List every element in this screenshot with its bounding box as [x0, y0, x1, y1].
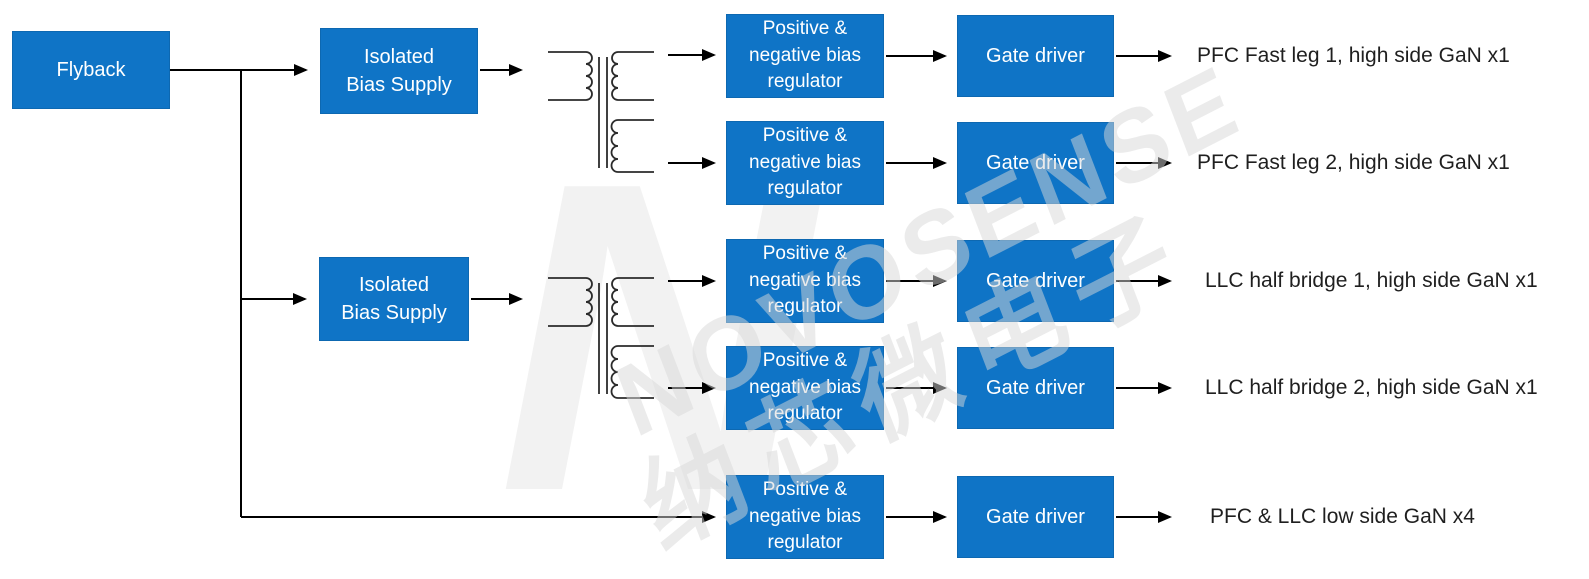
bias-regulator-block-3: Positive & negative bias regulator: [726, 239, 884, 323]
transformer2-primary-winding: [548, 277, 593, 327]
connector-arrows: [170, 49, 1172, 523]
transformer1-secondary-top: [611, 51, 654, 101]
gate-driver-block-1: Gate driver: [957, 15, 1114, 97]
transformer2-secondary-bottom: [610, 345, 654, 399]
bias-regulator-block-2: Positive & negative bias regulator: [726, 121, 884, 205]
gate-driver-block-3: Gate driver: [957, 240, 1114, 322]
flyback-block: Flyback: [12, 31, 170, 109]
output-label-pfc-fast-leg-1: PFC Fast leg 1, high side GaN x1: [1197, 44, 1510, 67]
gate-driver-block-5: Gate driver: [957, 476, 1114, 558]
transformer2-secondary-top: [611, 277, 654, 327]
isolated-bias-supply-block-1: Isolated Bias Supply: [320, 28, 478, 114]
bias-regulator-block-1: Positive & negative bias regulator: [726, 14, 884, 98]
output-label-llc-half-bridge-2: LLC half bridge 2, high side GaN x1: [1205, 376, 1538, 399]
bias-regulator-block-5: Positive & negative bias regulator: [726, 475, 884, 559]
gate-driver-block-4: Gate driver: [957, 347, 1114, 429]
isolated-bias-supply-block-2: Isolated Bias Supply: [319, 257, 469, 341]
output-label-pfc-llc-low-side: PFC & LLC low side GaN x4: [1210, 505, 1475, 528]
transformer1-secondary-bottom: [610, 119, 654, 173]
output-label-llc-half-bridge-1: LLC half bridge 1, high side GaN x1: [1205, 269, 1538, 292]
transformer-icon-2: [548, 277, 654, 399]
output-label-pfc-fast-leg-2: PFC Fast leg 2, high side GaN x1: [1197, 151, 1510, 174]
transformer1-core: [598, 57, 608, 168]
transformer2-core: [598, 283, 608, 394]
transformer1-primary-winding: [548, 51, 593, 101]
gate-driver-block-2: Gate driver: [957, 122, 1114, 204]
transformer-icon-1: [548, 51, 654, 173]
bias-regulator-block-4: Positive & negative bias regulator: [726, 346, 884, 430]
